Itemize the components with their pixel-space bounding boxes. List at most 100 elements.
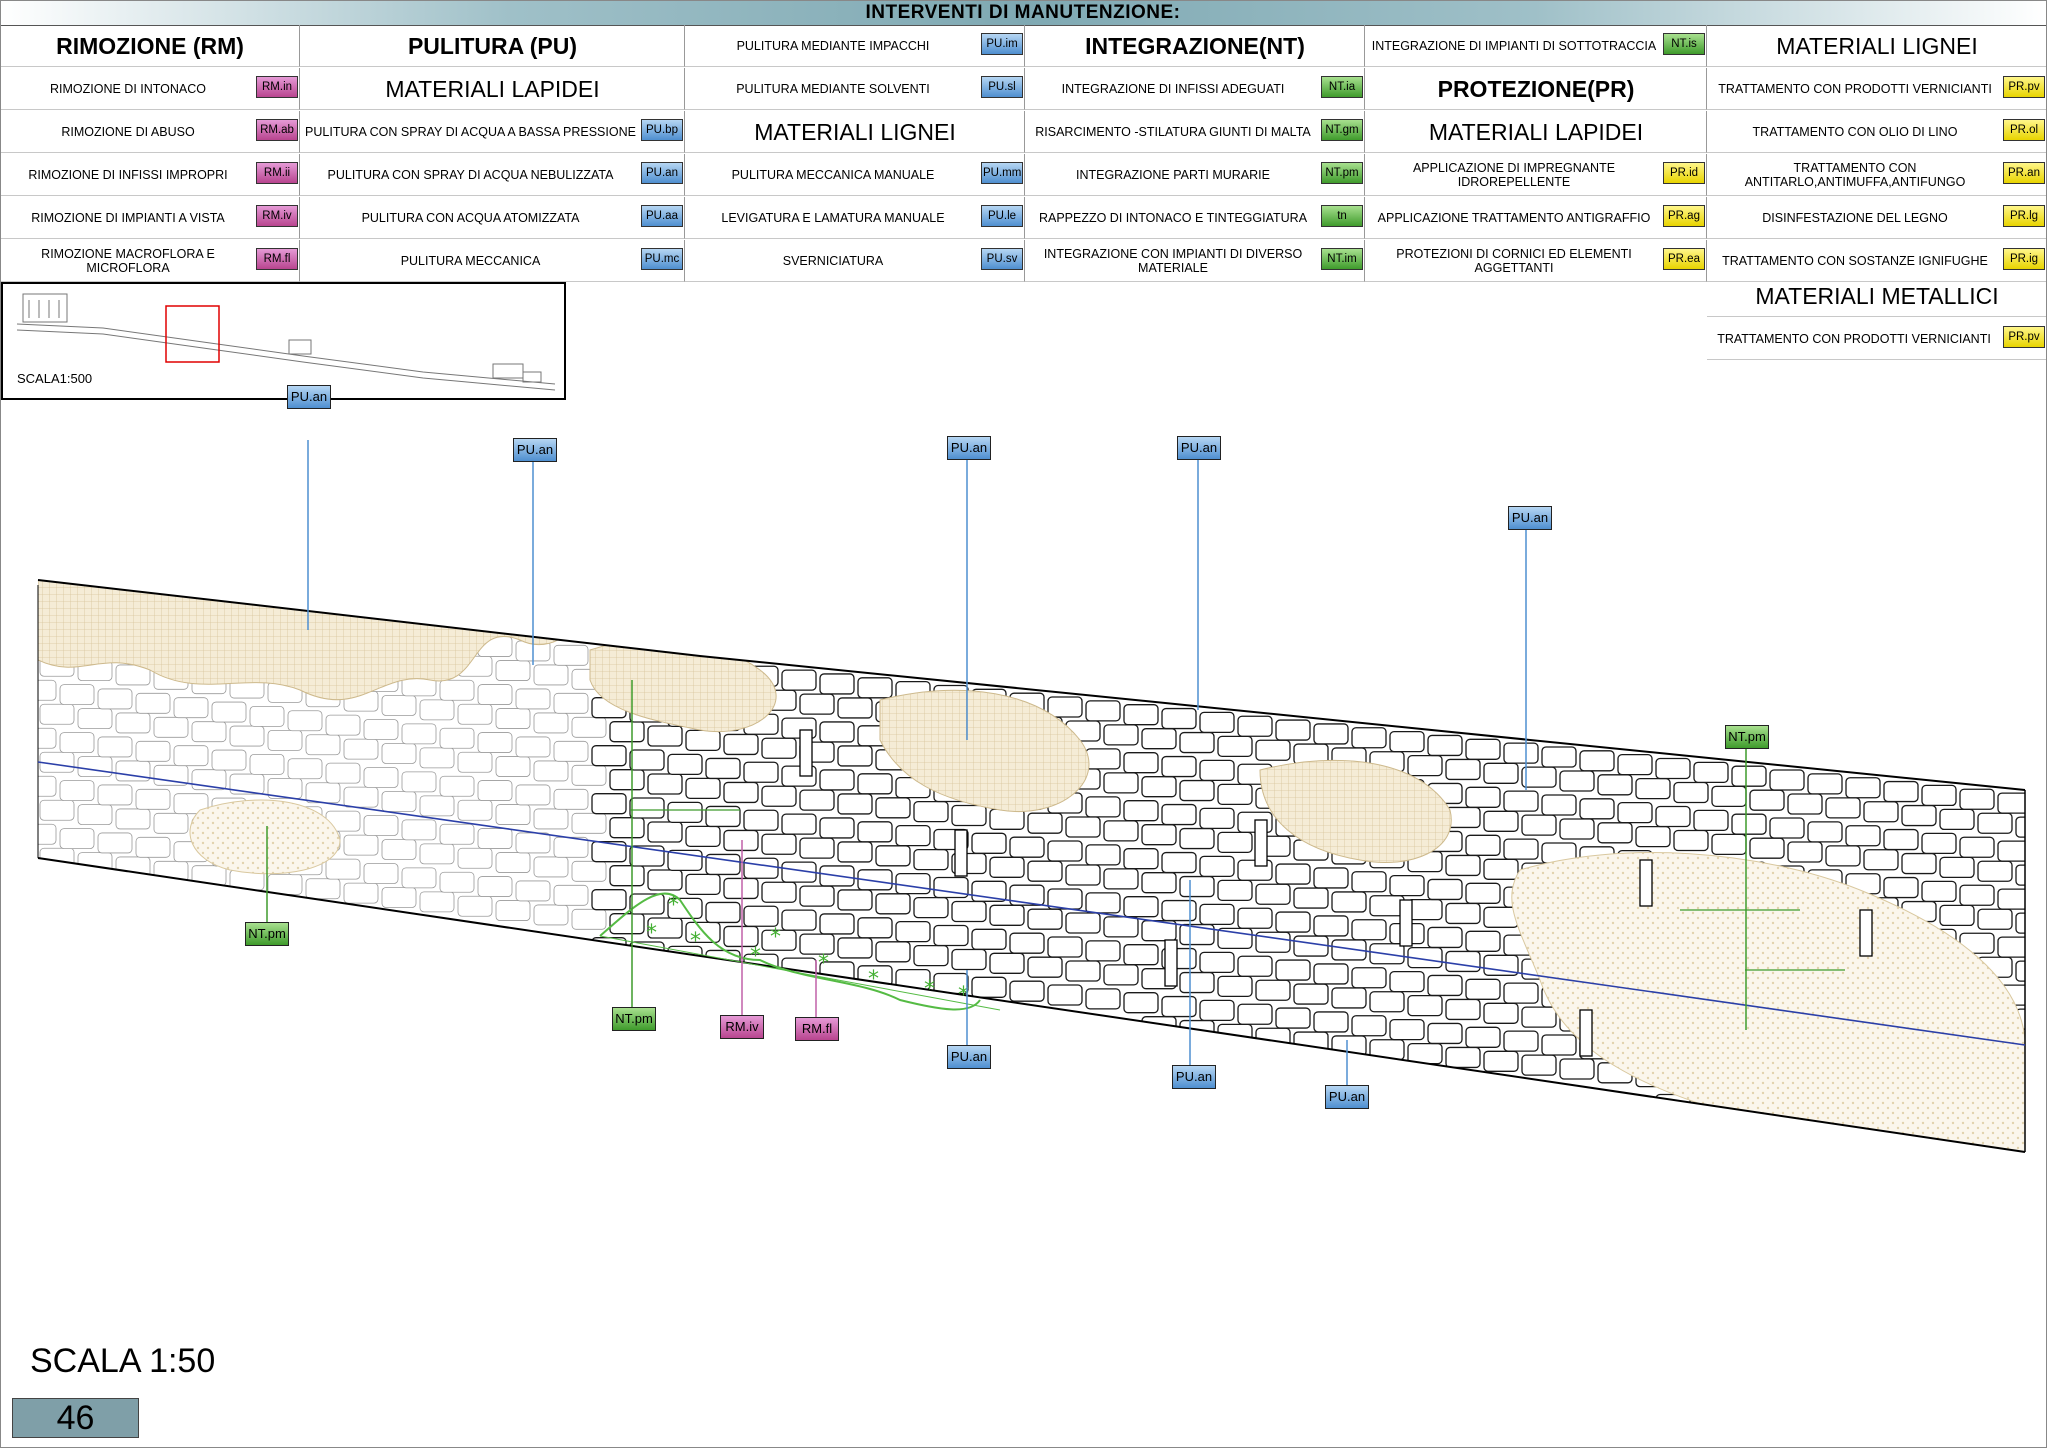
masonry-block xyxy=(515,784,551,806)
masonry-block xyxy=(1427,878,1463,901)
masonry-block xyxy=(819,913,855,935)
masonry-block xyxy=(971,832,1007,854)
masonry-block xyxy=(1901,804,1937,827)
masonry-block xyxy=(477,876,513,897)
legend-code-tag: PR.an xyxy=(2003,162,2045,184)
masonry-block xyxy=(1351,871,1387,893)
elevation-svg: ********* xyxy=(37,409,2026,1153)
masonry-block xyxy=(363,815,399,836)
masonry-block xyxy=(1047,936,1083,958)
masonry-block xyxy=(419,891,455,913)
legend-intervention-label: TRATTAMENTO CON ANTITARLO,ANTIMUFFA,ANTI… xyxy=(1744,161,1966,189)
masonry-block xyxy=(1275,863,1311,885)
intervention-tag: PU.an xyxy=(1172,1065,1216,1089)
legend-intervention-label: RIMOZIONE MACROFLORA E MICROFLORA xyxy=(41,247,215,275)
masonry-block xyxy=(1313,1011,1349,1033)
masonry-block xyxy=(971,928,1007,950)
vegetation-mark: * xyxy=(868,967,879,992)
masonry-block xyxy=(895,872,931,895)
masonry-block xyxy=(1047,984,1083,1006)
masonry-block xyxy=(1141,1016,1177,1038)
legend-intervention-label: PULITURA MEDIANTE IMPACCHI xyxy=(736,39,930,53)
legend-code-tag: PR.ig xyxy=(2003,248,2045,270)
masonry-block xyxy=(1731,813,1767,835)
masonry-block xyxy=(913,800,949,823)
masonry-block xyxy=(1085,700,1121,722)
masonry-block xyxy=(439,679,475,701)
key-plan: SCALA1:500 xyxy=(1,282,566,400)
masonry-block xyxy=(819,721,855,743)
masonry-block xyxy=(1179,731,1215,754)
masonry-block xyxy=(1427,926,1463,949)
masonry-block xyxy=(1749,837,1785,859)
masonry-block xyxy=(495,900,531,921)
masonry-block xyxy=(743,761,779,783)
masonry-block xyxy=(1123,704,1159,726)
masonry-block xyxy=(629,893,665,915)
masonry-block xyxy=(857,917,893,939)
masonry-block xyxy=(1065,912,1101,934)
masonry-block xyxy=(723,925,759,948)
masonry-block xyxy=(2015,864,2025,886)
masonry-block xyxy=(457,847,493,869)
masonry-block xyxy=(1103,916,1139,938)
legend-intervention-label: DISINFESTAZIONE DEL LEGNO xyxy=(1762,211,1948,225)
sheet-title: INTERVENTI DI MANUTENZIONE: xyxy=(865,2,1181,23)
masonry-block xyxy=(1293,887,1329,909)
masonry-block xyxy=(1275,719,1311,741)
masonry-block xyxy=(1465,738,1501,760)
masonry-block xyxy=(477,684,513,705)
masonry-block xyxy=(419,843,455,865)
masonry-block xyxy=(1179,971,1215,994)
masonry-block xyxy=(819,769,855,791)
masonry-block xyxy=(553,692,589,714)
masonry-block xyxy=(1103,724,1139,746)
masonry-block xyxy=(951,804,987,827)
masonry-block xyxy=(913,944,949,967)
masonry-block xyxy=(59,780,95,801)
masonry-block xyxy=(743,857,779,879)
masonry-block xyxy=(287,758,323,780)
masonry-block xyxy=(515,736,551,758)
masonry-block xyxy=(1617,802,1653,824)
masonry-block xyxy=(647,821,683,843)
masonry-block xyxy=(1009,980,1045,1002)
masonry-block xyxy=(1483,1002,1519,1024)
wall-top-edge xyxy=(37,579,2026,791)
intervention-tag: NT.pm xyxy=(612,1007,656,1031)
masonry-block xyxy=(1559,818,1595,840)
masonry-block xyxy=(1997,888,2025,910)
masonry-block xyxy=(799,789,835,811)
masonry-block xyxy=(1027,812,1063,834)
masonry-block xyxy=(647,869,683,891)
masonry-block xyxy=(439,871,475,893)
masonry-block xyxy=(1389,970,1425,993)
masonry-block xyxy=(343,834,379,856)
masonry-block xyxy=(173,745,209,767)
masonry-block xyxy=(1997,936,2025,958)
masonry-block xyxy=(77,708,113,729)
masonry-block xyxy=(439,727,475,749)
masonry-block xyxy=(287,710,323,732)
masonry-block xyxy=(875,845,911,867)
legend-intervention-label: PULITURA CON SPRAY DI ACQUA NEBULIZZATA xyxy=(327,168,614,182)
masonry-block xyxy=(135,692,171,714)
masonry-block xyxy=(951,900,987,923)
legend-code-tag: PU.mm xyxy=(981,162,1023,184)
masonry-block xyxy=(477,828,513,849)
plaster-area-centre xyxy=(879,689,1090,812)
masonry-block xyxy=(495,804,531,825)
masonry-block xyxy=(2015,912,2025,934)
legend-code-tag: PU.bp xyxy=(641,119,683,141)
masonry-block xyxy=(1617,754,1653,776)
masonry-block xyxy=(1123,944,1159,966)
wall-texture xyxy=(38,580,2025,1152)
masonry-block xyxy=(1027,956,1063,978)
masonry-block xyxy=(1199,855,1235,878)
masonry-block xyxy=(533,856,569,878)
legend-intervention-label: PULITURA CON SPRAY DI ACQUA A BASSA PRES… xyxy=(305,125,636,139)
